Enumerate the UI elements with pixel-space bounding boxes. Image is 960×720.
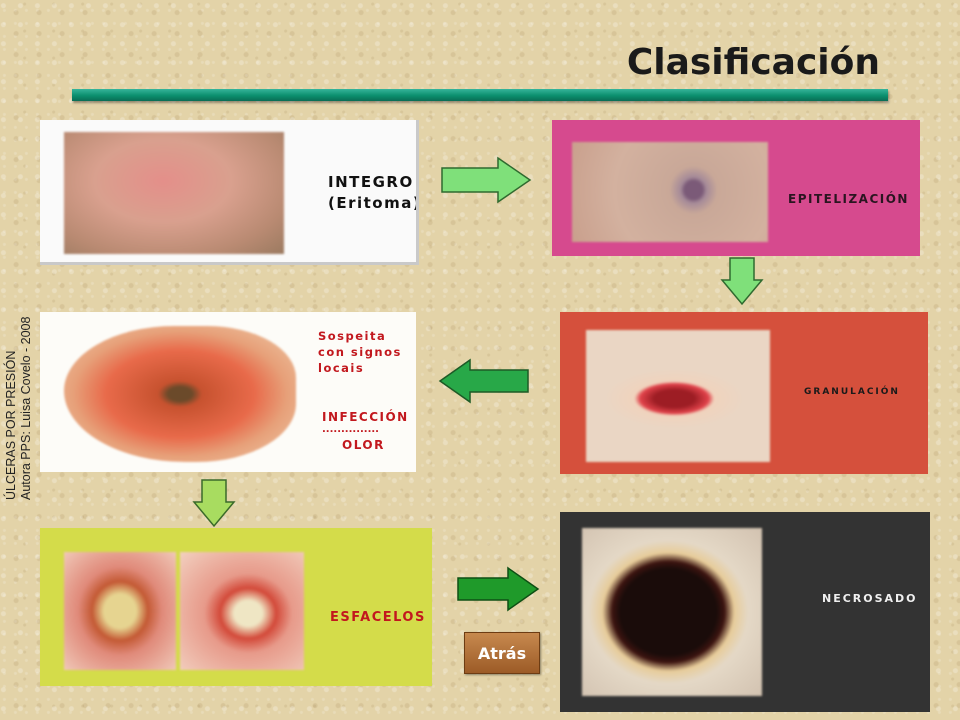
arrow-right-icon <box>441 156 532 204</box>
stage-granulacion-label: GRANULACIÓN <box>804 387 900 397</box>
granulation-photo <box>586 330 770 462</box>
page-title: Clasificación <box>626 42 880 83</box>
stage-necrosado-card: NECROSADO <box>560 512 930 712</box>
slough-photo-1 <box>64 552 176 670</box>
stage-necrosado-label: NECROSADO <box>822 592 918 605</box>
arrow-left-icon <box>438 358 529 404</box>
stage-integro-label: INTEGRO (Eritoma) <box>328 173 419 212</box>
back-button[interactable]: Atrás <box>464 632 540 674</box>
stage-infeccion-card: Sospeita con signos locais INFECCIÓN ...… <box>40 312 416 472</box>
epithelialization-photo <box>572 142 768 242</box>
title-underline <box>72 89 888 101</box>
erythema-photo <box>64 132 284 254</box>
stage-granulacion-card: GRANULACIÓN <box>560 312 928 474</box>
stage-esfacelos-label: ESFACELOS <box>330 610 426 625</box>
arrow-down-icon <box>720 257 764 306</box>
necrosis-photo <box>582 528 762 696</box>
odor-label: OLOR <box>342 438 385 452</box>
infected-ulcer-photo <box>64 326 296 462</box>
credit-line-1: ÚLCERAS POR PRESIÓN <box>4 350 18 500</box>
stage-epitelizacion-card: EPITELIZACIÓN <box>552 120 920 256</box>
arrow-down-icon-2 <box>192 479 236 528</box>
stage-integro-card: INTEGRO (Eritoma) <box>40 120 419 265</box>
credit-line-2: Autora PPS: Luisa Covelo - 2008 <box>19 316 33 500</box>
slough-photo-2 <box>180 552 304 670</box>
side-credit: ÚLCERAS POR PRESIÓN Autora PPS: Luisa Co… <box>4 260 44 500</box>
stage-epitelizacion-label: EPITELIZACIÓN <box>788 192 909 206</box>
infection-dots: ............... <box>322 424 379 435</box>
stage-infeccion-label: INFECCIÓN <box>322 410 409 424</box>
stage-esfacelos-card: ESFACELOS <box>40 528 432 686</box>
arrow-right-dark-icon <box>457 566 540 612</box>
infection-note-label: Sospeita con signos locais <box>318 329 402 375</box>
